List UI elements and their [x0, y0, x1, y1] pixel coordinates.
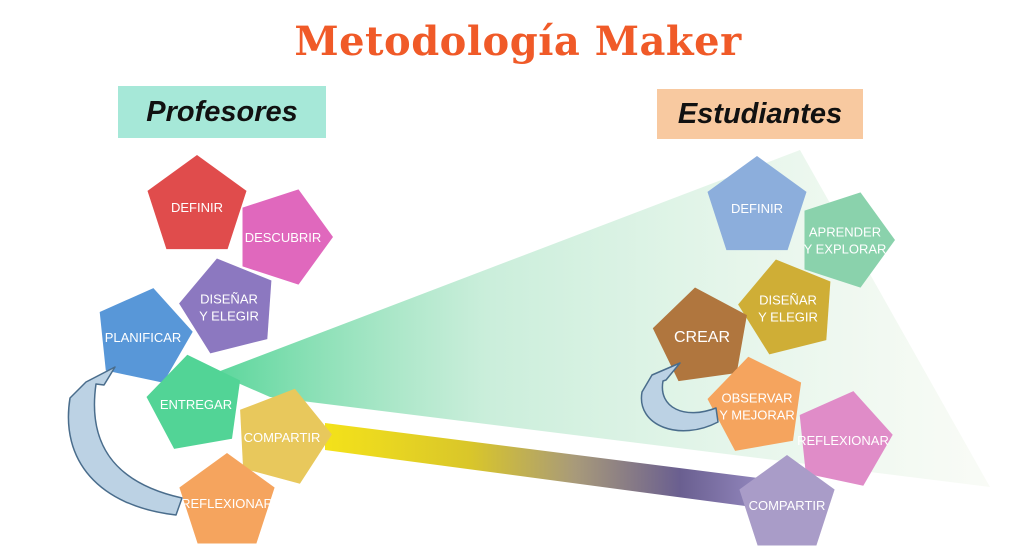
- prof-step-descubrir: DESCUBRIR: [242, 189, 333, 285]
- prof-step-reflexionar-label: REFLEXIONAR: [181, 496, 273, 511]
- est-step-definir-label: DEFINIR: [731, 201, 783, 216]
- est-step-compartir: COMPARTIR: [739, 455, 835, 546]
- est-step-reflexionar-shape: [799, 391, 893, 486]
- est-step-crear: CREAR: [652, 287, 747, 382]
- est-step-reflexionar-label: REFLEXIONAR: [797, 433, 889, 448]
- est-step-definir: DEFINIR: [707, 156, 807, 251]
- estudiantes-heading: Estudiantes: [657, 89, 863, 139]
- prof-step-entregar-label: ENTREGAR: [160, 397, 232, 412]
- est-step-crear-shape: [652, 287, 747, 382]
- est-step-compartir-shape: [739, 455, 835, 546]
- prof-step-entregar: ENTREGAR: [146, 354, 241, 449]
- prof-cycle-arrow: [67, 366, 183, 516]
- prof-step-planificar: PLANIFICAR: [99, 288, 193, 383]
- est-step-observar-shape: [707, 356, 802, 451]
- est-step-crear-label: CREAR: [674, 329, 730, 346]
- prof-step-descubrir-shape: [242, 189, 333, 285]
- est-step-aprender-shape: [804, 192, 895, 288]
- est-step-disenar-shape: [738, 259, 831, 355]
- prof-step-definir-label: DEFINIR: [171, 200, 223, 215]
- prof-step-definir-shape: [147, 155, 247, 250]
- est-cycle-arrow: [640, 362, 719, 432]
- page-title: Metodología Maker: [294, 18, 742, 65]
- est-step-definir-shape: [707, 156, 807, 251]
- prof-step-planificar-label: PLANIFICAR: [105, 330, 182, 345]
- prof-step-reflexionar-shape: [179, 453, 275, 544]
- prof-step-disenar-shape: [179, 258, 272, 354]
- prof-step-compartir-shape: [240, 388, 332, 484]
- prof-step-compartir-label: COMPARTIR: [244, 430, 321, 445]
- est-step-compartir-label: COMPARTIR: [749, 498, 826, 513]
- compartir-link-band: [325, 423, 790, 512]
- est-step-reflexionar: REFLEXIONAR: [797, 391, 893, 486]
- prof-step-planificar-shape: [99, 288, 193, 383]
- profesores-heading: Profesores: [118, 86, 326, 138]
- prof-step-entregar-shape: [146, 354, 241, 449]
- prof-step-descubrir-label: DESCUBRIR: [245, 230, 322, 245]
- prof-step-reflexionar: REFLEXIONAR: [179, 453, 275, 544]
- prof-step-definir: DEFINIR: [147, 155, 247, 250]
- prof-step-compartir: COMPARTIR: [240, 388, 332, 484]
